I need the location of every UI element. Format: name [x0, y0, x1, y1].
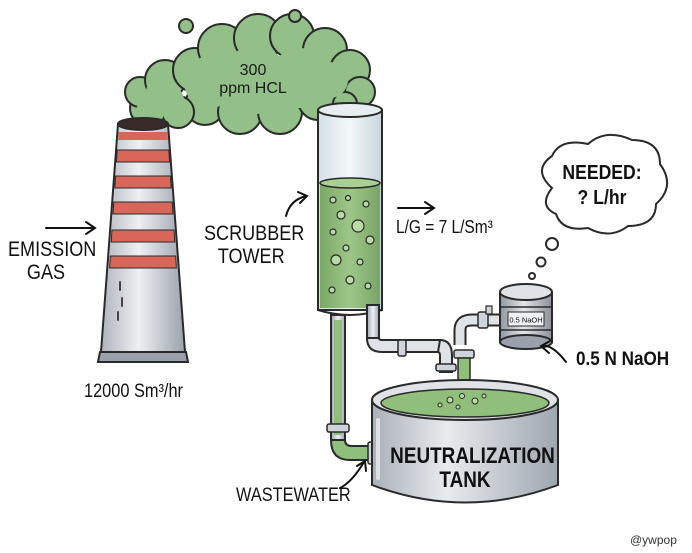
smoke-line2: ppm HCL	[219, 79, 287, 97]
pipes	[326, 304, 500, 465]
scrubber-tower-label: SCRUBBER TOWER	[204, 222, 304, 268]
chimney-flow-label: 12000 Sm³/hr	[84, 381, 184, 402]
smoke-cloud	[124, 9, 376, 135]
scrubber-line1: SCRUBBER	[204, 222, 305, 245]
scrubber-tower	[317, 102, 383, 316]
neutralization-tank-label: NEUTRALIZATION TANK	[378, 443, 555, 493]
tank-line2: TANK	[439, 467, 491, 493]
needed-label: NEEDED: ? L/hr	[548, 162, 656, 209]
barrel-label: 0.5 NaOH	[509, 316, 542, 325]
needed-line1: NEEDED:	[562, 162, 642, 184]
tank-line1: NEUTRALIZATION	[390, 443, 555, 468]
smoke-line1: 300	[239, 62, 267, 79]
emission-arrow	[45, 221, 97, 235]
emission-gas-label: EMISSION GAS	[8, 238, 96, 284]
thought-bubble	[528, 133, 668, 280]
credit-label: @ywpop	[630, 533, 677, 547]
wastewater-arrow	[339, 459, 367, 489]
chimney-stack	[96, 117, 190, 363]
naoh-arrow	[539, 340, 567, 363]
neutralization-tank	[371, 379, 559, 504]
liquid-gas-ratio: L/G = 7 L/Sm³	[396, 217, 493, 237]
ratio-arrow	[397, 201, 436, 215]
naoh-barrel: 0.5 NaOH	[499, 283, 553, 350]
emission-line2: GAS	[26, 261, 66, 285]
emission-line1: EMISSION	[8, 238, 97, 261]
smoke-concentration-label: 300 ppm HCL	[210, 62, 296, 97]
bubbles	[328, 194, 375, 294]
needed-line2: ? L/hr	[577, 187, 627, 209]
wastewater-label: WASTEWATER	[236, 485, 351, 506]
scrubber-line2: TOWER	[217, 245, 285, 269]
arrows	[45, 191, 567, 489]
scrubber-arrow	[285, 191, 309, 217]
naoh-label: 0.5 N NaOH	[576, 349, 670, 370]
